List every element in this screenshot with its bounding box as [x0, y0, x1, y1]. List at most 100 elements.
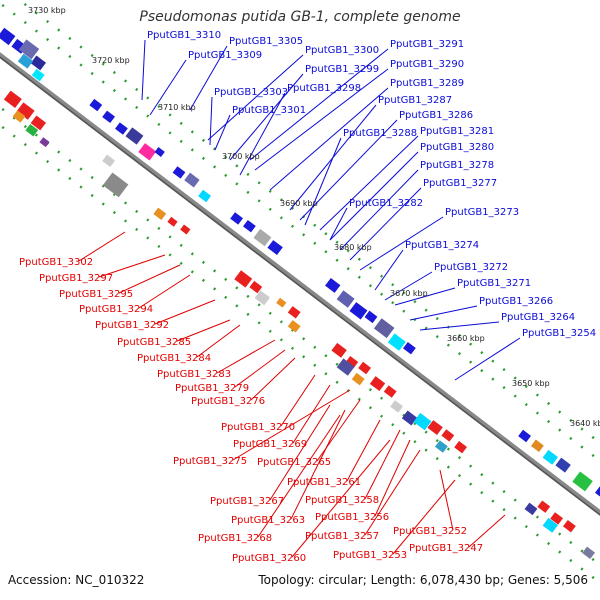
reverse-gene-label: PputGB1_3285 [117, 337, 191, 348]
reverse-gene-label: PputGB1_3261 [287, 477, 361, 488]
forward-gene-label: PputGB1_3286 [399, 110, 473, 121]
forward-feature-21 [349, 302, 368, 320]
reverse-gene-label: PputGB1_3267 [210, 496, 284, 507]
reverse-feature-18 [345, 356, 359, 369]
reverse-connector [257, 414, 341, 538]
forward-connector [374, 249, 404, 291]
reverse-feature-8 [153, 207, 167, 221]
forward-connector [229, 73, 304, 161]
forward-feature-16 [243, 219, 256, 233]
forward-feature-9 [125, 127, 144, 145]
reverse-gene-label: PputGB1_3260 [232, 553, 306, 564]
reverse-gene-label: PputGB1_3276 [191, 396, 265, 407]
reverse-feature-33 [563, 519, 576, 533]
reverse-gene-label: PputGB1_3247 [409, 543, 483, 554]
tick-track-0 [17, 0, 600, 445]
forward-connector [329, 151, 419, 241]
forward-gene-label: PputGB1_3288 [343, 128, 417, 139]
forward-gene-label: PputGB1_3277 [423, 178, 497, 189]
forward-feature-31 [595, 486, 600, 499]
kbp-label: 3690 kbp [280, 199, 318, 208]
forward-connector [207, 54, 304, 141]
forward-feature-23 [373, 318, 395, 339]
forward-connector [189, 45, 228, 111]
forward-feature-17 [253, 228, 272, 247]
forward-feature-24 [387, 333, 406, 351]
forward-gene-label: PputGB1_3254 [522, 328, 596, 339]
forward-gene-label: PputGB1_3305 [229, 36, 303, 47]
reverse-gene-label: PputGB1_3252 [393, 526, 467, 537]
accession-text: Accession: NC_010322 [8, 573, 145, 587]
reverse-connector [250, 357, 296, 401]
genome-backbone [0, 52, 600, 516]
forward-connector [149, 59, 187, 116]
forward-gene-label: PputGB1_3271 [457, 278, 531, 289]
forward-feature-19 [325, 277, 341, 293]
forward-connector [349, 187, 422, 261]
tick-track-2 [0, 105, 600, 567]
reverse-connector [154, 299, 216, 325]
reverse-feature-35 [542, 517, 559, 533]
reverse-connector [138, 274, 191, 309]
genome-title: Pseudomonas putida GB-1, complete genome [139, 9, 461, 25]
forward-connector [249, 48, 389, 161]
forward-feature-20 [336, 290, 355, 308]
reverse-connector [290, 409, 346, 520]
topology-text: Topology: circular; Length: 6,078,430 bp… [258, 573, 588, 587]
reverse-connector [291, 439, 391, 558]
reverse-feature-23 [383, 385, 397, 398]
forward-gene-label: PputGB1_3280 [420, 142, 494, 153]
forward-feature-27 [531, 439, 544, 452]
reverse-gene-label: PputGB1_3257 [305, 531, 379, 542]
reverse-connector [364, 449, 421, 536]
reverse-connector [392, 479, 456, 555]
kbp-label: 3670 kbp [390, 289, 428, 298]
reverse-connector [316, 399, 361, 462]
reverse-feature-2 [30, 115, 47, 131]
forward-gene-label: PputGB1_3310 [147, 30, 221, 41]
reverse-connector [118, 264, 181, 294]
reverse-connector [364, 429, 401, 500]
forward-feature-14 [198, 189, 212, 203]
forward-connector [209, 96, 213, 146]
reverse-feature-34 [524, 502, 538, 516]
forward-feature-5 [31, 68, 45, 82]
forward-gene-label: PputGB1_3266 [479, 296, 553, 307]
reverse-feature-31 [537, 500, 551, 513]
reverse-feature-19 [358, 361, 372, 375]
reverse-connector [439, 469, 454, 531]
forward-gene-label: PputGB1_3272 [434, 262, 508, 273]
forward-connector [254, 68, 389, 171]
reverse-feature-27 [427, 420, 443, 435]
forward-gene-label: PputGB1_3281 [420, 126, 494, 137]
forward-gene-label: PputGB1_3298 [287, 83, 361, 94]
forward-connector [141, 39, 146, 101]
reverse-gene-label: PputGB1_3295 [59, 289, 133, 300]
label-connectors [78, 39, 521, 558]
forward-connector [239, 92, 286, 176]
reverse-gene-label: PputGB1_3275 [173, 456, 247, 467]
forward-feature-0 [0, 27, 16, 46]
forward-connector [419, 321, 500, 331]
kbp-label: 3730 kbp [28, 6, 66, 15]
reverse-feature-12 [249, 280, 263, 294]
reverse-feature-1 [16, 102, 35, 120]
forward-gene-label: PputGB1_3289 [390, 78, 464, 89]
forward-gene-label: PputGB1_3303 [214, 87, 288, 98]
reverse-gene-label: PputGB1_3258 [305, 495, 379, 506]
reverse-gene-label: PputGB1_3268 [198, 533, 272, 544]
reverse-connector [234, 349, 286, 388]
reverse-gene-label: PputGB1_3292 [95, 320, 169, 331]
forward-gene-label: PputGB1_3282 [349, 198, 423, 209]
forward-feature-15 [230, 212, 244, 225]
forward-feature-2 [18, 39, 40, 60]
forward-feature-29 [555, 457, 571, 473]
reverse-feature-9 [167, 216, 178, 227]
reverse-connector [216, 339, 276, 374]
kbp-label: 3660 kbp [447, 334, 485, 343]
reverse-connector [232, 389, 351, 461]
kbp-label: 3680 kbp [334, 243, 372, 252]
forward-feature-8 [115, 122, 128, 135]
